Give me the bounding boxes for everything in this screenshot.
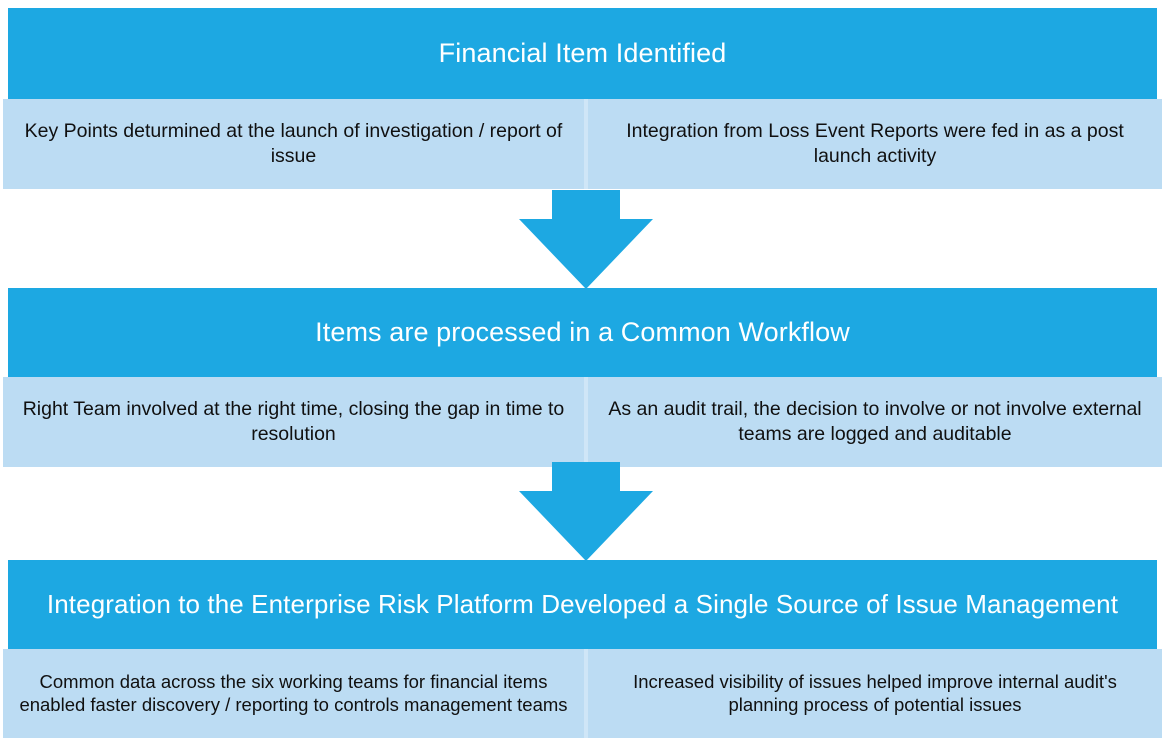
stage-2-title: Items are processed in a Common Workflow: [8, 288, 1157, 377]
down-arrow-icon-1: [519, 190, 653, 289]
stage-1-points-row: Key Points deturmined at the launch of i…: [3, 99, 1162, 189]
stage-2-point-1: Right Team involved at the right time, c…: [3, 377, 584, 467]
process-stage-2: Items are processed in a Common Workflow…: [3, 288, 1162, 467]
stage-3-point-2: Increased visibility of issues helped im…: [587, 649, 1162, 738]
process-stage-3: Integration to the Enterprise Risk Platf…: [3, 560, 1162, 738]
stage-2-cell-divider: [583, 377, 588, 467]
stage-2-point-2: As an audit trail, the decision to invol…: [587, 377, 1162, 467]
stage-3-cell-divider: [583, 649, 588, 738]
stage-1-point-1: Key Points deturmined at the launch of i…: [3, 99, 584, 189]
stage-3-title: Integration to the Enterprise Risk Platf…: [8, 560, 1157, 649]
stage-1-point-2: Integration from Loss Event Reports were…: [587, 99, 1162, 189]
stage-2-points-row: Right Team involved at the right time, c…: [3, 377, 1162, 467]
stage-3-points-row: Common data across the six working teams…: [3, 649, 1162, 738]
down-arrow-icon-2: [519, 462, 653, 561]
stage-1-title: Financial Item Identified: [8, 8, 1157, 99]
process-stage-1: Financial Item Identified Key Points det…: [3, 8, 1162, 189]
stage-1-cell-divider: [583, 99, 588, 189]
stage-3-point-1: Common data across the six working teams…: [3, 649, 584, 738]
